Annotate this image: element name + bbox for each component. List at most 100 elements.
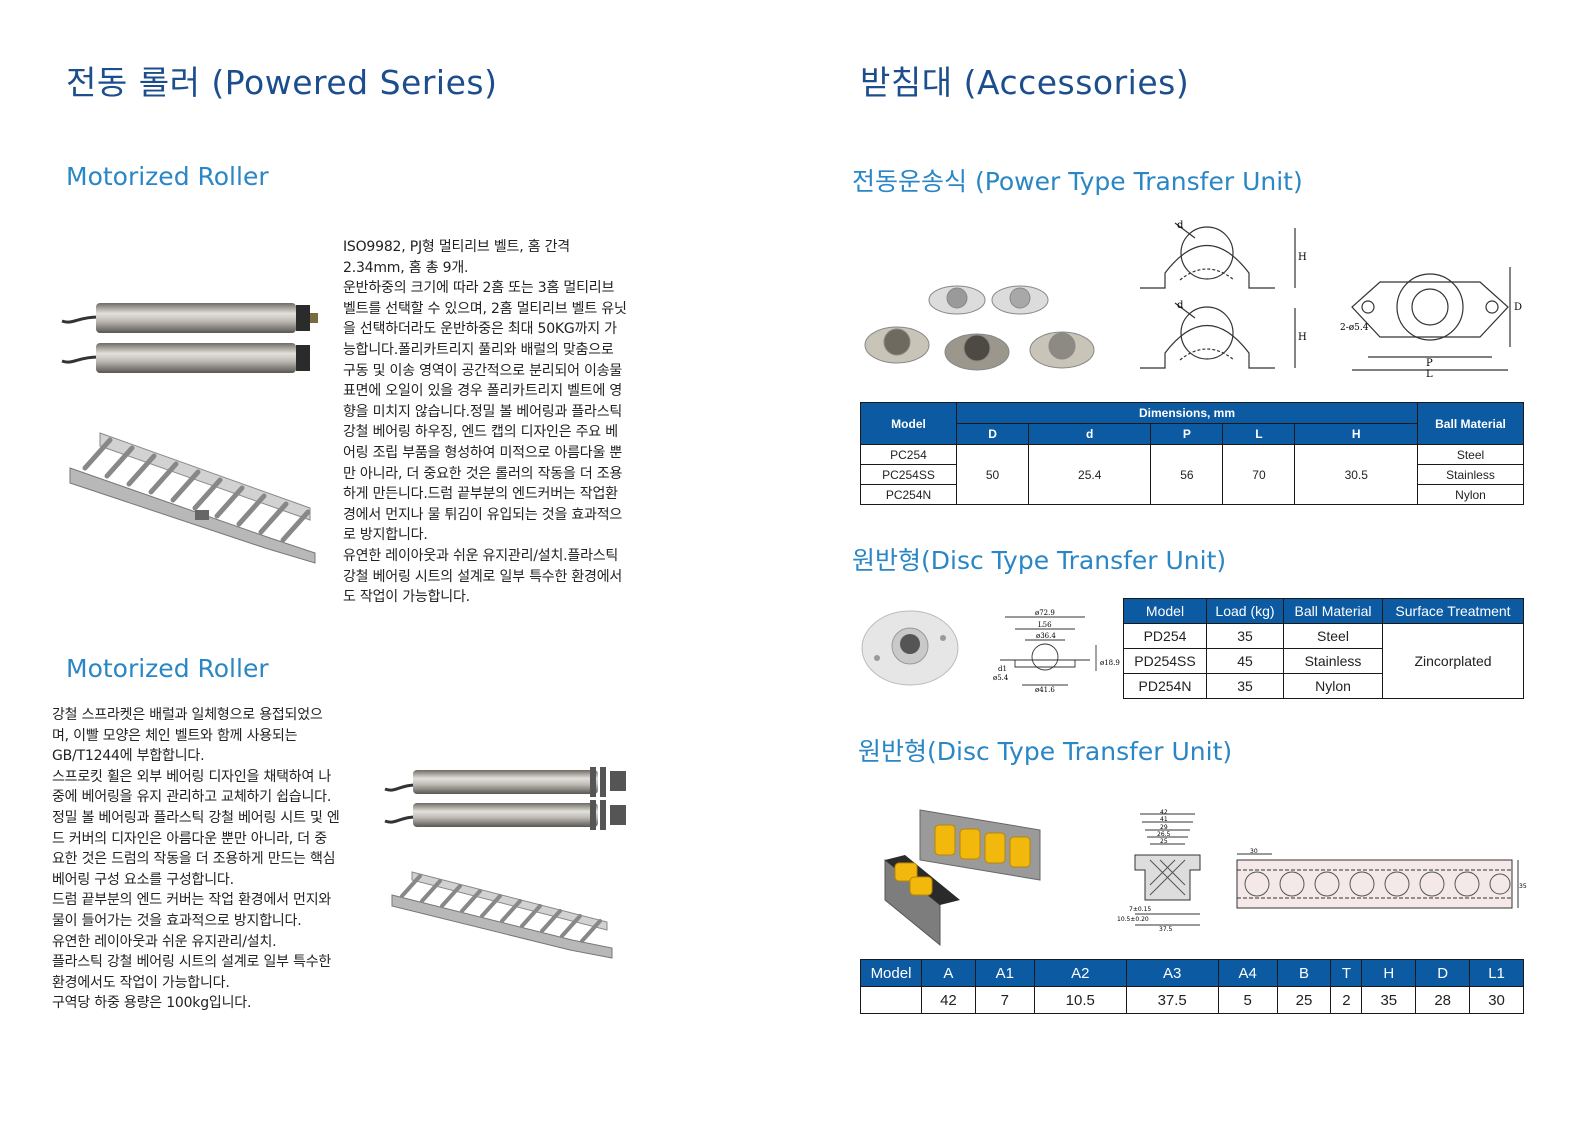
th-A3: A3	[1125, 959, 1219, 987]
disc-dim-b: L56	[1038, 621, 1052, 629]
cell-model: PD254SS	[1123, 648, 1207, 674]
disc-dim-e: ø41.6	[1035, 686, 1055, 694]
disc-dim-c: ø36.4	[1036, 632, 1056, 640]
dim-label-h1: H	[1298, 252, 1307, 263]
cell-ball: Nylon	[1283, 673, 1383, 699]
disc-dim-d2: ø5.4	[993, 674, 1009, 682]
cell-ball: Steel	[1283, 623, 1383, 649]
cell-P: 56	[1150, 444, 1224, 505]
cell-A4: 5	[1217, 986, 1278, 1014]
th-ball-material: Ball Material	[1417, 402, 1524, 445]
disc-transfer-unit-image	[861, 610, 959, 686]
th-T: T	[1330, 959, 1363, 987]
sec-dim-c: 29	[1160, 824, 1168, 831]
cell-model: PD254N	[1123, 673, 1207, 699]
th-surface: Surface Treatment	[1382, 598, 1524, 624]
cell-L1: 30	[1469, 986, 1524, 1014]
cell-surface: Zincorplated	[1382, 623, 1524, 699]
roller-track-section-drawing: 42 41 29 26.5 25 7±0.15 10.5±0.20 37.5	[1117, 809, 1201, 933]
disc-unit-drawing: ø72.9 L56 ø36.4 d1 ø5.4 ø41.6 ø18.9	[993, 609, 1120, 694]
cell-ball: Nylon	[1417, 484, 1524, 505]
table-row: PC254SS Stainless	[860, 464, 1524, 485]
disc-dim-f: ø18.9	[1100, 659, 1120, 667]
transfer-unit-drawing: H H d d	[1140, 220, 1307, 369]
roller-track-side-drawing: 30 35	[1236, 848, 1527, 909]
cell-load: 35	[1206, 673, 1284, 699]
dim-label-D: D	[1514, 302, 1522, 313]
dim-label-hole: 2-ø5.4	[1340, 323, 1369, 333]
th-model: Model	[1123, 598, 1207, 624]
motorized-roller-image	[61, 303, 318, 373]
cell-A3: 37.5	[1125, 986, 1219, 1014]
sec-dim-b: 41	[1160, 816, 1168, 823]
left-page-title: 전동 롤러 (Powered Series)	[66, 63, 498, 102]
cell-model: PC254	[860, 444, 957, 465]
sprocket-roller-image	[384, 767, 626, 830]
cell-ball: Steel	[1417, 444, 1524, 465]
roller-conveyor-image	[69, 432, 316, 564]
side-dim-i: 30	[1250, 848, 1258, 855]
cell-ball: Stainless	[1417, 464, 1524, 485]
cell-B: 25	[1276, 986, 1332, 1014]
sec-dim-d: 26.5	[1157, 831, 1171, 838]
th-D: D	[1415, 959, 1471, 987]
roller-conveyor-image-2	[391, 871, 613, 959]
th-A1: A1	[974, 959, 1035, 987]
cell-model	[860, 986, 922, 1014]
th-load: Load (kg)	[1206, 598, 1284, 624]
table-row: PD254SS 45 Stainless	[1123, 648, 1524, 674]
dim-label-P: P	[1426, 358, 1433, 369]
th-d: d	[1028, 423, 1152, 445]
disc-dim-d1: d1	[998, 665, 1007, 673]
right-page-title: 받침대 (Accessories)	[860, 63, 1190, 102]
dim-label-L: L	[1426, 369, 1433, 380]
section2-heading: Motorized Roller	[66, 654, 269, 683]
cell-A2: 10.5	[1033, 986, 1127, 1014]
roller-track-image	[884, 809, 1041, 947]
sec-dim-h: 37.5	[1159, 926, 1173, 933]
disc2-heading: 원반형(Disc Type Transfer Unit)	[858, 737, 1233, 766]
cell-H: 30.5	[1294, 444, 1418, 505]
disc-dim-a: ø72.9	[1035, 609, 1055, 617]
cell-A1: 7	[974, 986, 1035, 1014]
th-L1: L1	[1469, 959, 1524, 987]
table-row: 42 7 10.5 37.5 5 25 2 35 28 30	[860, 986, 1524, 1014]
track-spec-table: Model A A1 A2 A3 A4 B T H D L1 42 7 10.5…	[860, 959, 1524, 1014]
cell-H: 35	[1361, 986, 1417, 1014]
section1-heading: Motorized Roller	[66, 162, 269, 191]
cell-model: PC254SS	[860, 464, 957, 485]
table-row: PD254 35 Steel Zincorplated	[1123, 623, 1524, 699]
cell-T: 2	[1330, 986, 1363, 1014]
th-P: P	[1150, 423, 1224, 445]
dim-label-h2: H	[1298, 332, 1307, 343]
cell-D: 28	[1415, 986, 1471, 1014]
ball-transfer-unit-image	[864, 285, 1095, 371]
sec-dim-a: 42	[1160, 809, 1168, 816]
th-H: H	[1361, 959, 1417, 987]
disc-spec-table: Model Load (kg) Ball Material Surface Tr…	[1123, 598, 1524, 699]
sec-dim-f: 7±0.15	[1129, 906, 1151, 913]
power-spec-table: Model Dimensions, mm Ball Material D d P…	[860, 402, 1524, 505]
th-H: H	[1294, 423, 1418, 445]
transfer-unit-top-view: D 2-ø5.4 P L	[1340, 267, 1522, 380]
sec-dim-e: 25	[1160, 838, 1168, 845]
cell-A: 42	[921, 986, 976, 1014]
cell-ball: Stainless	[1283, 648, 1383, 674]
th-model: Model	[860, 402, 957, 445]
dim-label-d1: d	[1177, 220, 1184, 231]
table-row: PC254N Nylon	[860, 484, 1524, 505]
table-row: PD254N 35 Nylon	[1123, 673, 1524, 699]
th-model: Model	[860, 959, 922, 987]
section1-text: ISO9982, PJ형 멀티리브 벨트, 홈 간격 2.34mm, 홈 총 9…	[343, 239, 627, 606]
th-A4: A4	[1217, 959, 1278, 987]
disc1-heading: 원반형(Disc Type Transfer Unit)	[852, 546, 1227, 575]
cell-load: 35	[1206, 623, 1284, 649]
th-ball: Ball Material	[1283, 598, 1383, 624]
th-L: L	[1222, 423, 1296, 445]
side-dim-j: 35	[1519, 883, 1527, 890]
cell-L: 70	[1222, 444, 1296, 505]
dim-label-d2: d	[1177, 300, 1184, 311]
power-heading: 전동운송식 (Power Type Transfer Unit)	[852, 167, 1303, 196]
cell-model: PD254	[1123, 623, 1207, 649]
th-D: D	[955, 423, 1030, 445]
